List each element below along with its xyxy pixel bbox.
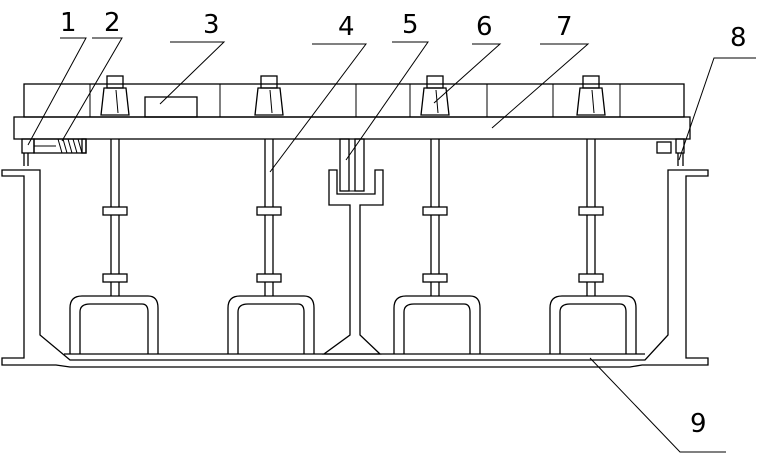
support-beam [13,116,691,140]
right-sensor [656,138,685,166]
mold [227,295,315,354]
top-frame [23,83,685,118]
leader-lines [27,37,756,453]
label-2: 2 [104,8,121,38]
rod [102,139,128,296]
tank-frame [1,169,709,368]
label-1: 1 [60,8,77,38]
label-9: 9 [690,409,707,439]
rod [422,139,448,296]
label-7: 7 [556,12,573,42]
control-box [144,96,198,118]
label-6: 6 [476,12,493,42]
clamp-head [420,75,450,116]
part-labels: 1 2 3 4 5 6 7 8 9 [60,8,747,439]
label-3: 3 [203,10,220,40]
label-5: 5 [402,10,419,40]
label-4: 4 [338,12,355,42]
rods [102,139,604,296]
molds [69,295,637,354]
label-8: 8 [730,23,747,53]
mold [69,295,159,354]
mold [549,295,637,354]
rod [256,139,282,296]
spring [33,138,87,154]
clamp-head [100,75,130,116]
rod [578,139,604,296]
clamp-head [254,75,284,116]
mold [393,295,481,354]
clamp-heads [100,75,606,116]
clamp-head [576,75,606,116]
left-sensor [21,138,35,166]
center-support [322,138,384,355]
